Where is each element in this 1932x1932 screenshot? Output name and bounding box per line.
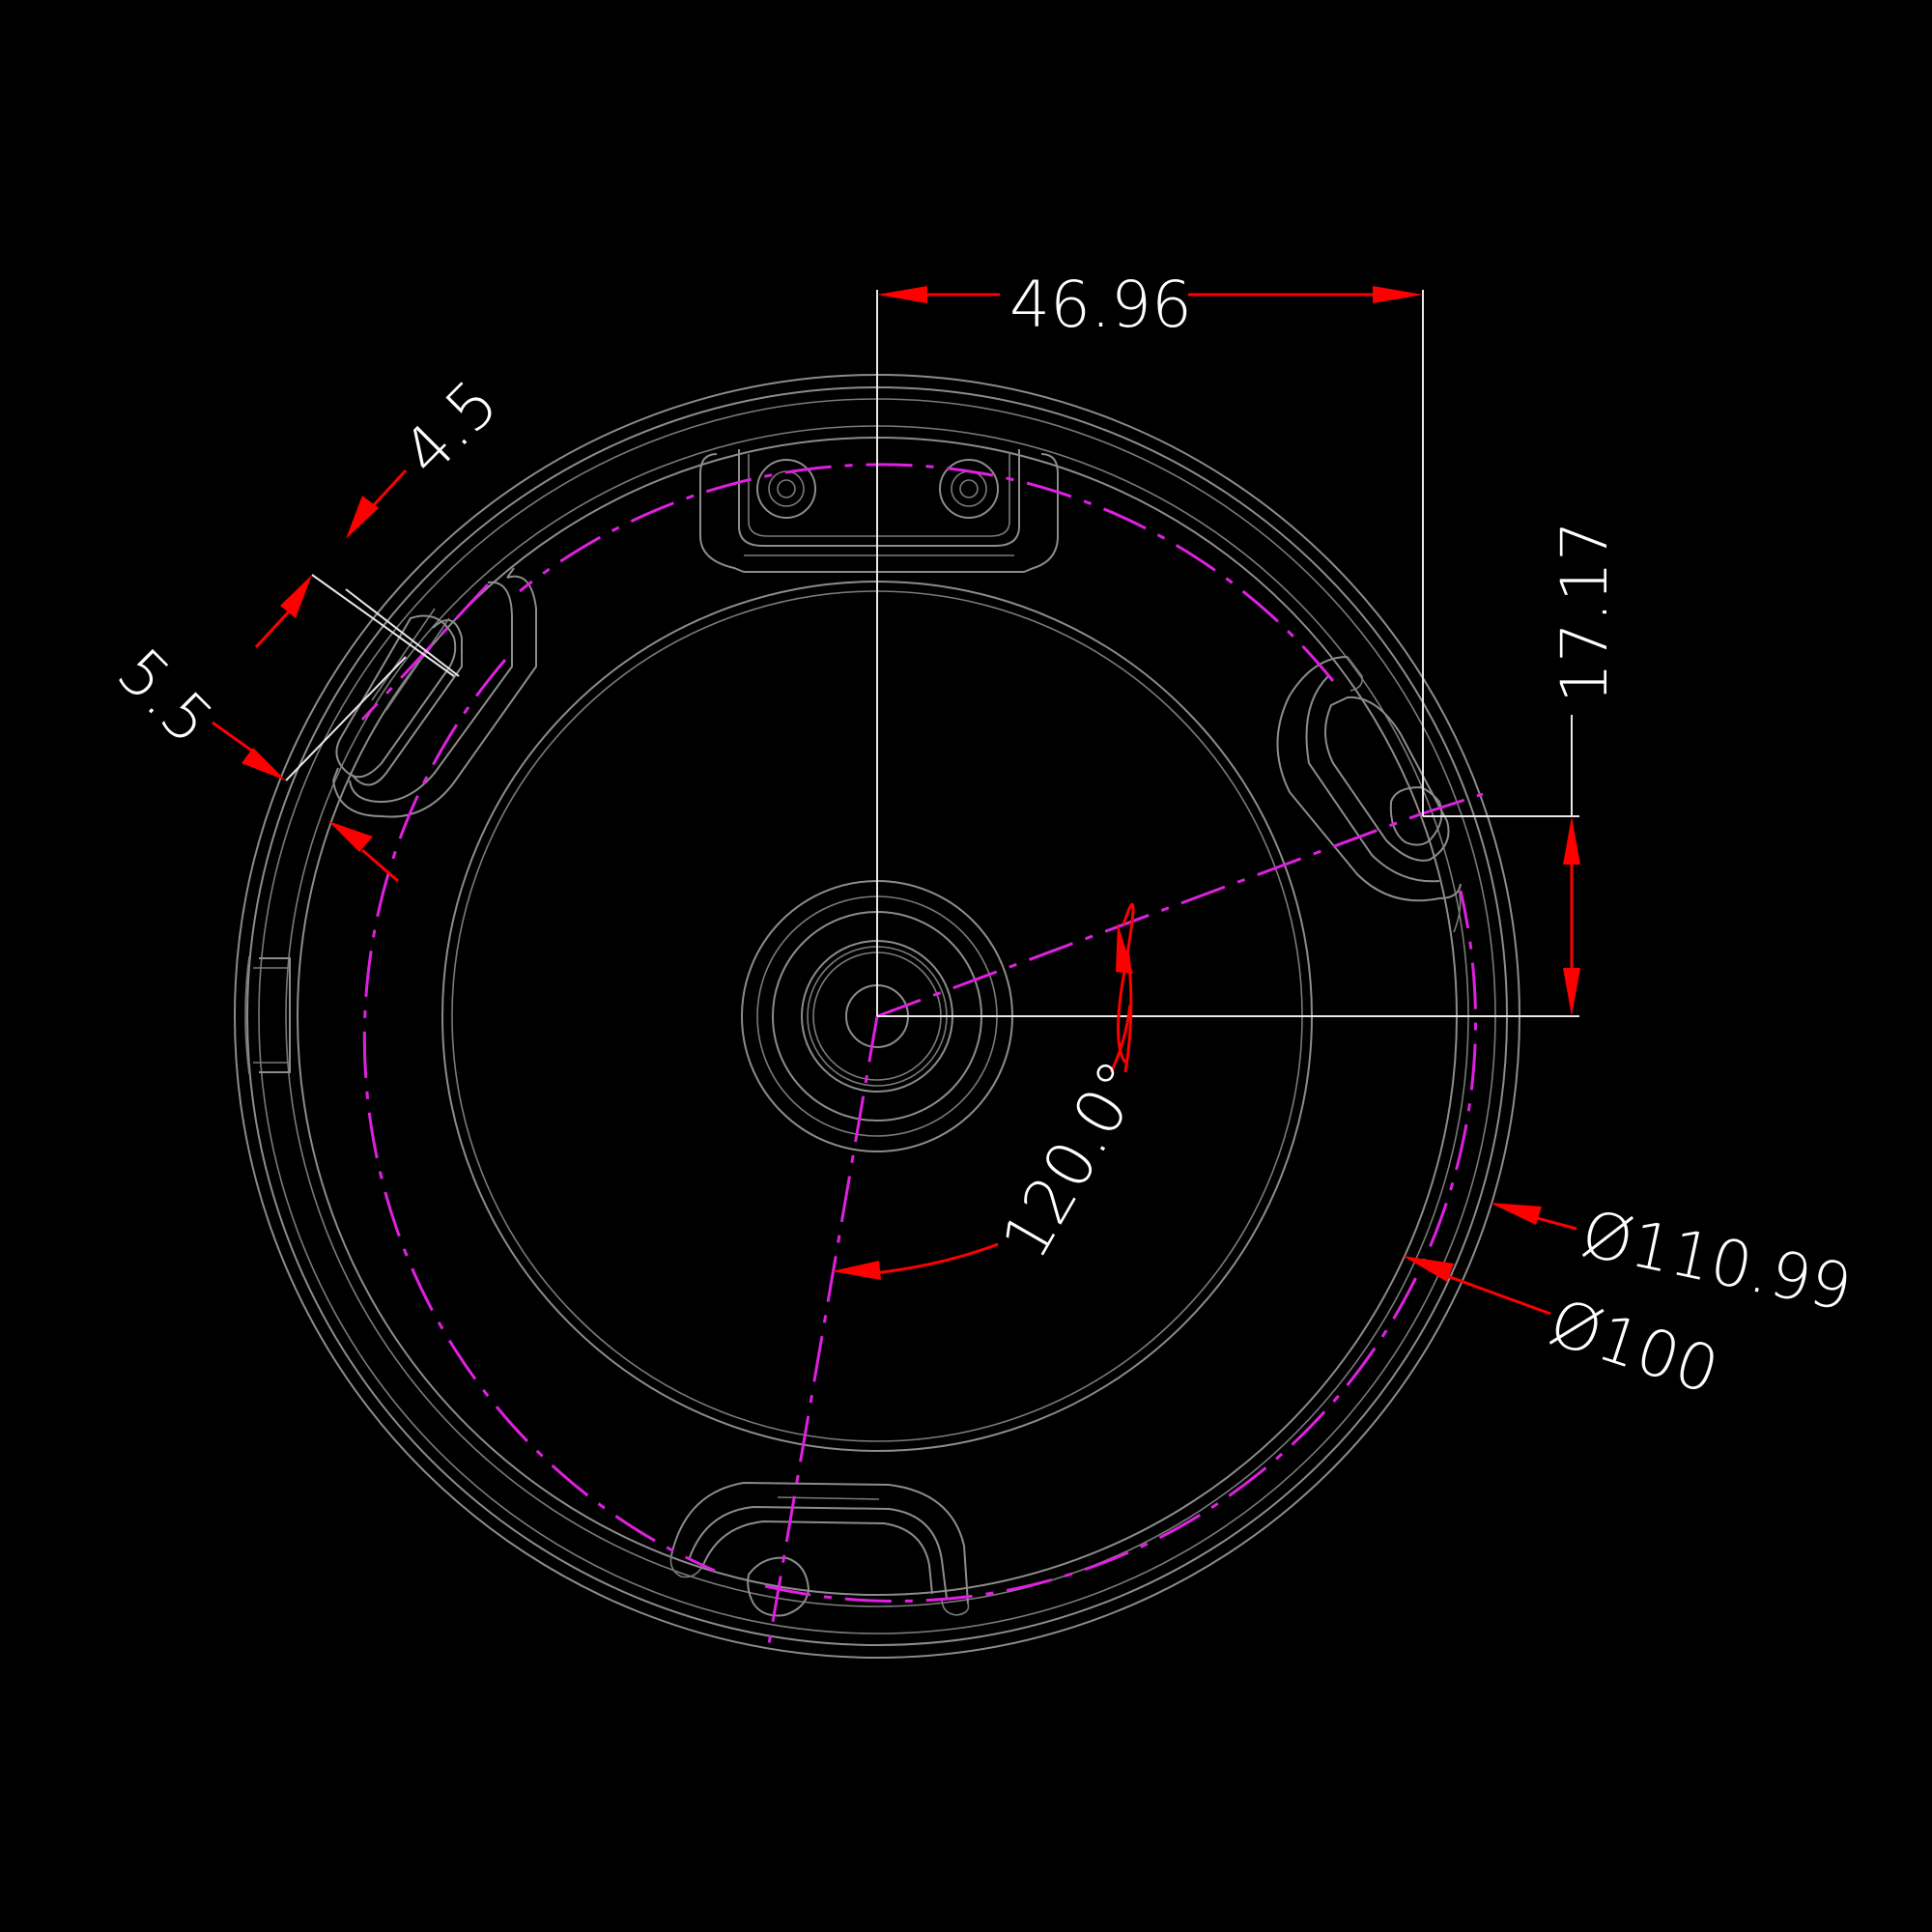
dim-slot-length: 5.5 xyxy=(103,635,399,883)
dim-46-96-label: 46.96 xyxy=(1009,268,1192,342)
hole-centerlines xyxy=(766,792,1484,1651)
dim-vertical-offset: 17.17 xyxy=(1548,521,1622,1016)
dim-outer-diameter: Ø110.99 xyxy=(1490,1196,1858,1325)
slot-right xyxy=(1276,656,1462,933)
dim-120-label: 120.0° xyxy=(987,1048,1159,1271)
dim-horizontal-offset: 46.96 xyxy=(877,268,1423,342)
pitch-circle xyxy=(360,463,1477,1603)
left-tab xyxy=(244,955,291,1075)
centerlines xyxy=(285,290,1579,1017)
dim-4-5-label: 4.5 xyxy=(388,366,513,491)
dim-17-17-label: 17.17 xyxy=(1548,521,1622,703)
slot-upper-left xyxy=(332,567,537,818)
dim-5-5-label: 5.5 xyxy=(103,635,228,759)
top-connector xyxy=(699,449,1059,573)
slot-bottom xyxy=(669,1481,970,1617)
dim-100-label: Ø100 xyxy=(1541,1285,1727,1408)
